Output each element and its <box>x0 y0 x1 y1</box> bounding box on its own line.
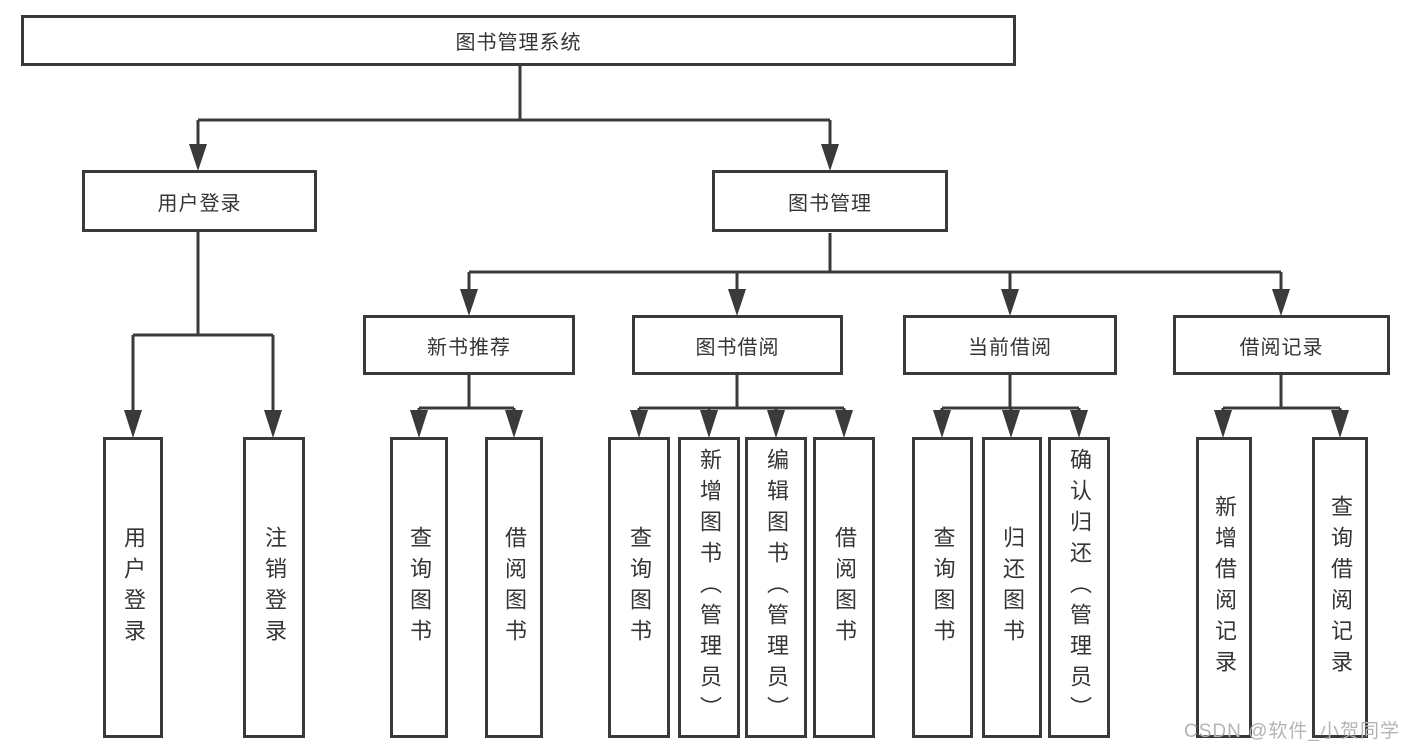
connector-newbook-to-leaves <box>417 375 516 412</box>
leaf-return-books-label: 归还图书 <box>1000 525 1025 650</box>
leaf-user-login: 用户登录 <box>103 437 163 738</box>
leaf-add-book-admin-label: 新增图书（管理员） <box>697 448 722 727</box>
node-current-borrowing-label: 当前借阅 <box>968 336 1052 359</box>
leaf-search-books-1-label: 查询图书 <box>407 525 432 650</box>
node-borrowing-records: 借阅记录 <box>1173 315 1390 375</box>
leaf-borrow-books-2-label: 借阅图书 <box>832 525 857 650</box>
node-new-book-recommend-label: 新书推荐 <box>427 336 511 359</box>
leaf-search-books-2-label: 查询图书 <box>627 525 652 650</box>
leaf-add-borrow-record: 新增借阅记录 <box>1196 437 1252 738</box>
leaf-confirm-return-admin-label: 确认归还（管理员） <box>1067 448 1092 727</box>
arrowheads-records-leaves <box>1214 410 1349 438</box>
leaf-add-borrow-record-label: 新增借阅记录 <box>1212 494 1237 681</box>
leaf-user-login-label: 用户登录 <box>121 525 146 650</box>
node-book-management-label: 图书管理 <box>788 192 872 215</box>
node-book-borrowing-label: 图书借阅 <box>695 336 780 359</box>
leaf-add-book-admin: 新增图书（管理员） <box>678 437 740 738</box>
connector-current-to-leaves <box>940 375 1081 412</box>
leaf-edit-book-admin-label: 编辑图书（管理员） <box>764 448 789 727</box>
node-borrowing-records-label: 借阅记录 <box>1239 336 1324 359</box>
node-user-login-branch-label: 用户登录 <box>157 192 242 215</box>
connector-records-to-leaves <box>1221 375 1342 412</box>
leaf-search-books-2: 查询图书 <box>608 437 670 738</box>
leaf-search-books-1: 查询图书 <box>390 437 448 738</box>
leaf-return-books: 归还图书 <box>982 437 1042 738</box>
node-book-borrowing: 图书借阅 <box>632 315 843 375</box>
leaf-edit-book-admin: 编辑图书（管理员） <box>745 437 807 738</box>
arrowheads-userlogin-leaves <box>124 410 282 438</box>
node-user-login-branch: 用户登录 <box>82 170 317 232</box>
arrowheads-groups <box>460 289 1290 316</box>
node-book-management: 图书管理 <box>712 170 948 232</box>
connector-borrowing-to-leaves <box>637 375 846 412</box>
leaf-borrow-books-1-label: 借阅图书 <box>502 525 527 650</box>
node-current-borrowing: 当前借阅 <box>903 315 1117 375</box>
connector-bookmgmt-to-groups <box>467 233 1283 291</box>
leaf-borrow-books-2: 借阅图书 <box>813 437 875 738</box>
connector-root-to-level2 <box>196 66 832 146</box>
watermark: CSDN @软件_小贺同学 <box>1184 721 1400 742</box>
leaf-search-borrow-record: 查询借阅记录 <box>1312 437 1368 738</box>
leaf-search-books-3: 查询图书 <box>912 437 973 738</box>
leaf-confirm-return-admin: 确认归还（管理员） <box>1048 437 1110 738</box>
leaf-logout: 注销登录 <box>243 437 305 738</box>
leaf-search-books-3-label: 查询图书 <box>930 525 956 650</box>
node-root-label: 图书管理系统 <box>455 32 582 54</box>
leaf-logout-label: 注销登录 <box>262 525 287 650</box>
arrowheads-newbook-leaves <box>410 410 523 438</box>
arrowheads-borrowing-leaves <box>630 410 853 438</box>
leaf-borrow-books-1: 借阅图书 <box>485 437 543 738</box>
node-root: 图书管理系统 <box>21 15 1016 66</box>
leaf-search-borrow-record-label: 查询借阅记录 <box>1328 494 1353 681</box>
arrowheads-current-leaves <box>933 410 1088 438</box>
arrowheads-level2 <box>189 144 839 171</box>
connector-userlogin-to-leaves <box>131 232 275 412</box>
node-new-book-recommend: 新书推荐 <box>363 315 575 375</box>
